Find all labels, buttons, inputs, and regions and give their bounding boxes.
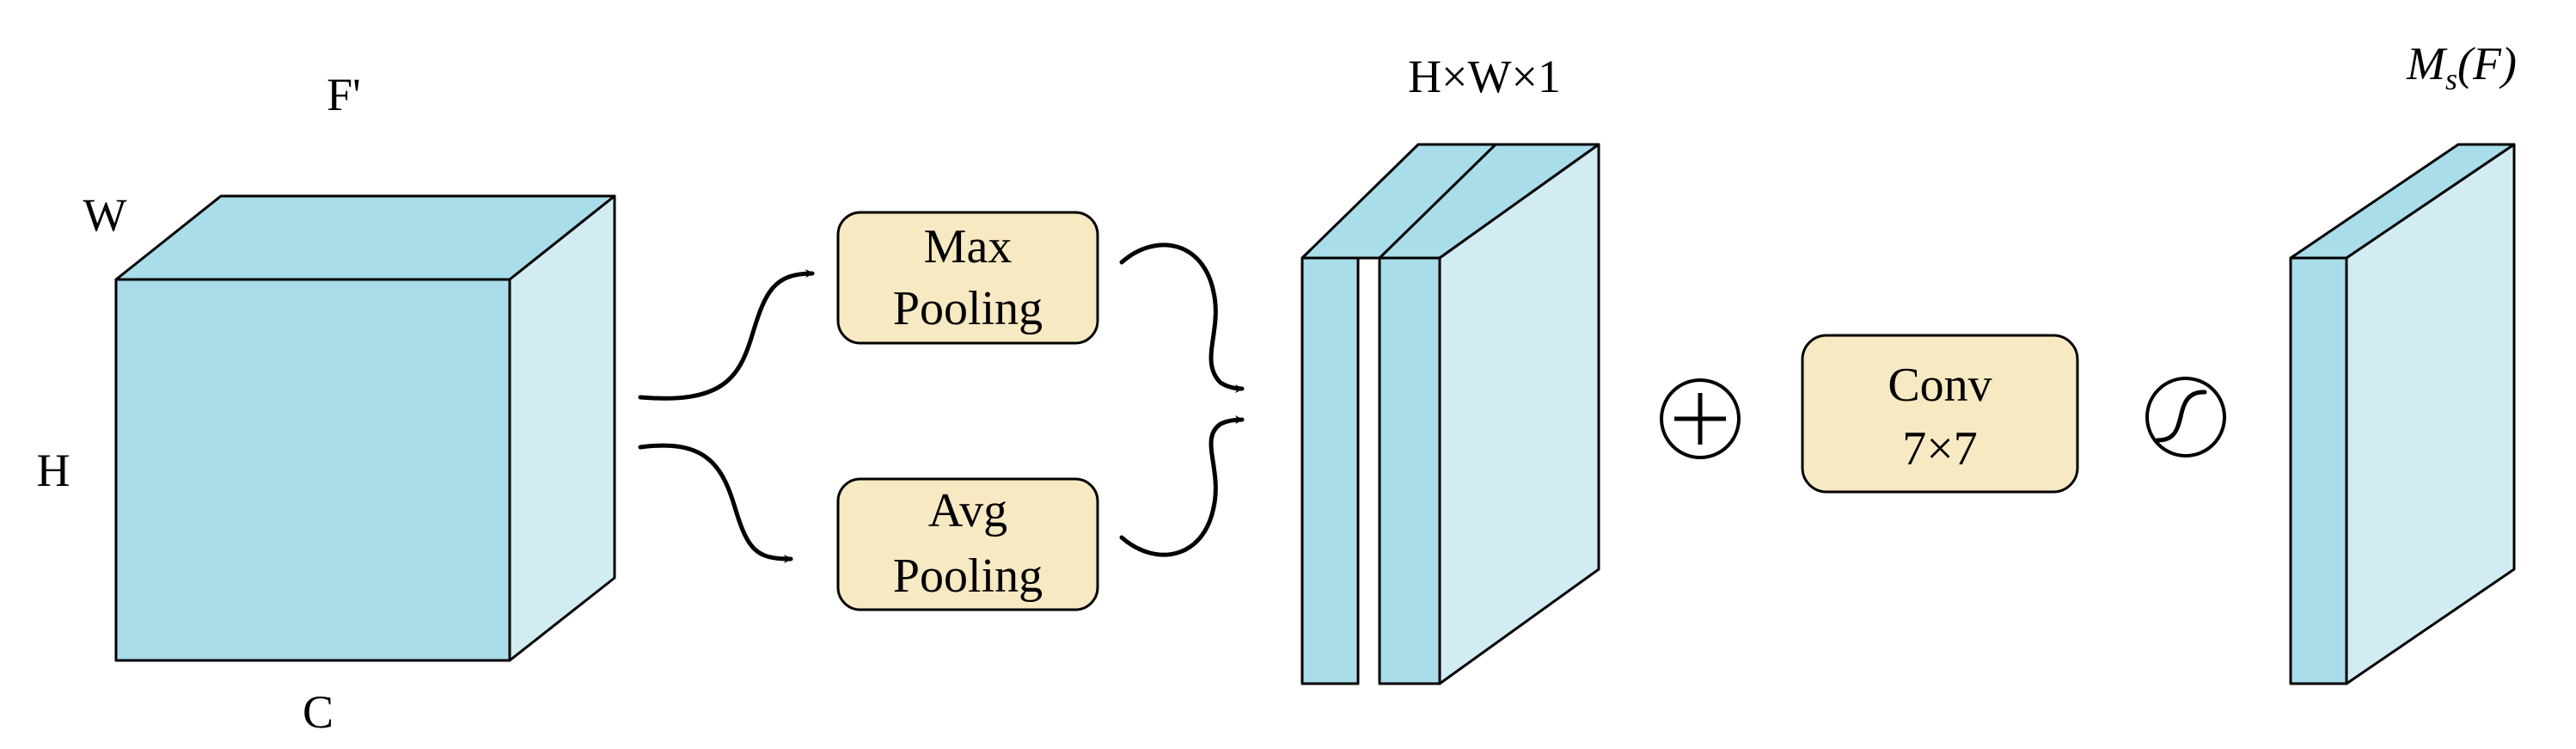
max-pooling-line2: Pooling: [893, 282, 1043, 335]
cube-width-label: W: [83, 189, 127, 241]
arrow-icon: [1119, 415, 1245, 557]
output-label-arg: (F): [2457, 38, 2517, 89]
avg-pooling-line2: Pooling: [893, 549, 1043, 603]
cube-channel-label: C: [303, 686, 333, 738]
avg-pooling-box: Avg Pooling: [836, 477, 1099, 611]
input-feature-cube: [114, 194, 616, 662]
arrow-icon: [638, 443, 793, 563]
max-pooling-line1: Max: [924, 220, 1013, 273]
conv-line1: Conv: [1888, 359, 1992, 412]
conv-line2: 7×7: [1902, 422, 1978, 476]
cube-front-face: [114, 278, 511, 662]
output-label-main: M: [2406, 38, 2448, 89]
avg-pooling-line1: Avg: [928, 484, 1007, 537]
output-attention-map: [2289, 143, 2516, 685]
sigmoid-icon: [2145, 377, 2226, 457]
conv-box: Conv 7×7: [1801, 334, 2079, 494]
cube-side-face: [508, 194, 616, 662]
arrow-icon: [638, 269, 815, 401]
slab-front: [1378, 143, 1600, 685]
max-pooling-box: Max Pooling: [836, 211, 1099, 345]
concat-size-label: H×W×1: [1408, 51, 1561, 102]
output-label-sub: s: [2445, 62, 2457, 96]
concat-feature-slabs: [1300, 143, 1600, 685]
output-label: Ms(F): [2406, 38, 2517, 96]
cube-title: F': [327, 69, 361, 120]
cube-height-label: H: [37, 445, 70, 496]
arrow-icon: [1119, 243, 1245, 393]
concat-plus-icon: [1660, 378, 1741, 459]
